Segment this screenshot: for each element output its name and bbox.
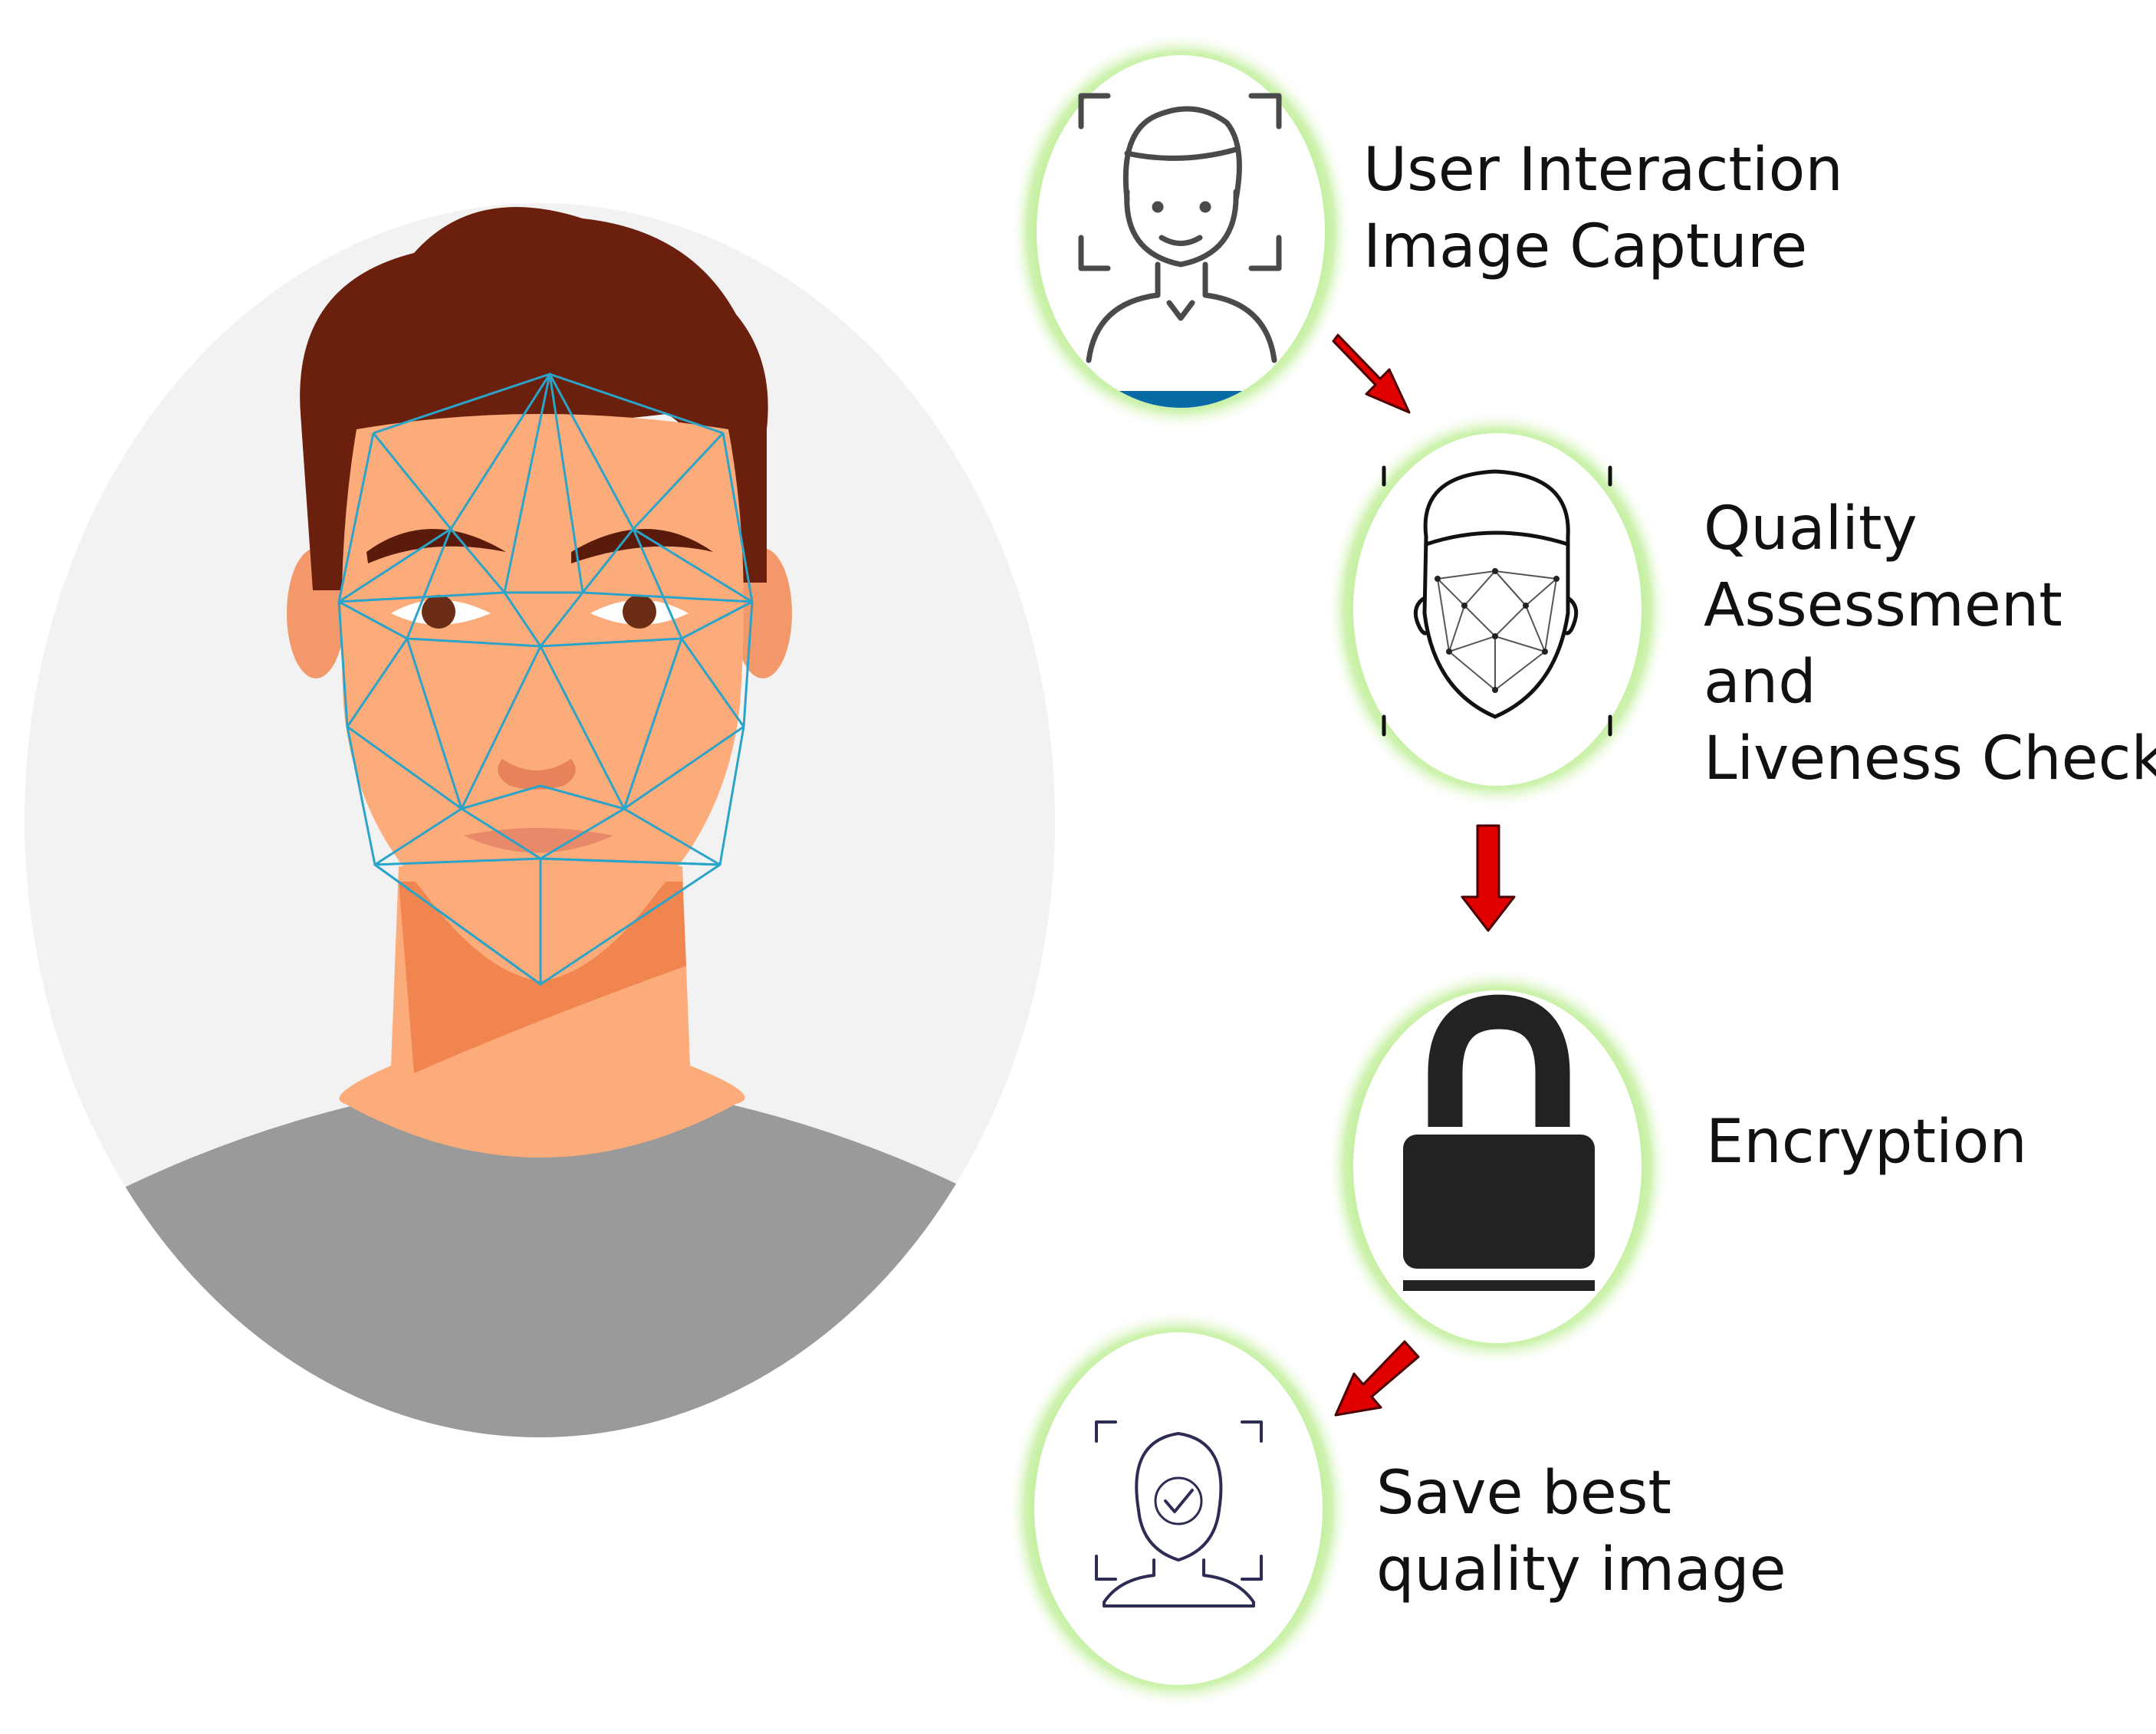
step-2-label: Quality Assessment and Liveness Check	[1704, 491, 2156, 797]
face-verified-icon	[1095, 1420, 1263, 1608]
capture-accent-bar	[1037, 391, 1325, 408]
step-2-line-2: Assessment	[1704, 571, 2062, 640]
step-3-line-1: Encryption	[1706, 1108, 2027, 1177]
step-1-label: User Interaction Image Capture	[1363, 132, 1843, 285]
arrow-step1-to-step2	[1332, 333, 1411, 414]
step-2-line-1: Quality	[1704, 494, 1918, 563]
face-mesh-icon	[1382, 465, 1612, 737]
step-2-circle	[1353, 433, 1642, 786]
padlock-icon	[1403, 994, 1595, 1291]
portrait-illustration	[25, 203, 1055, 1437]
step-2-line-3: and	[1704, 648, 1816, 717]
left-iris	[422, 595, 455, 629]
step-4-line-2: quality image	[1376, 1535, 1786, 1604]
right-iris	[623, 595, 656, 629]
user-capture-icon	[1078, 93, 1282, 363]
arrow-step2-to-step3	[1461, 824, 1516, 932]
nose	[498, 759, 576, 790]
step-1-line-1: User Interaction	[1363, 136, 1843, 205]
arrow-step3-to-step4	[1334, 1340, 1420, 1417]
left-eyebrow	[366, 529, 506, 563]
step-3-label: Encryption	[1706, 1104, 2027, 1181]
step-4-line-1: Save best	[1376, 1459, 1671, 1528]
step-4-label: Save best quality image	[1376, 1455, 1786, 1608]
face-mesh-overlay	[337, 373, 754, 986]
step-2-line-4: Liveness Check	[1704, 724, 2156, 793]
step-1-line-2: Image Capture	[1363, 212, 1808, 281]
face	[341, 414, 744, 981]
